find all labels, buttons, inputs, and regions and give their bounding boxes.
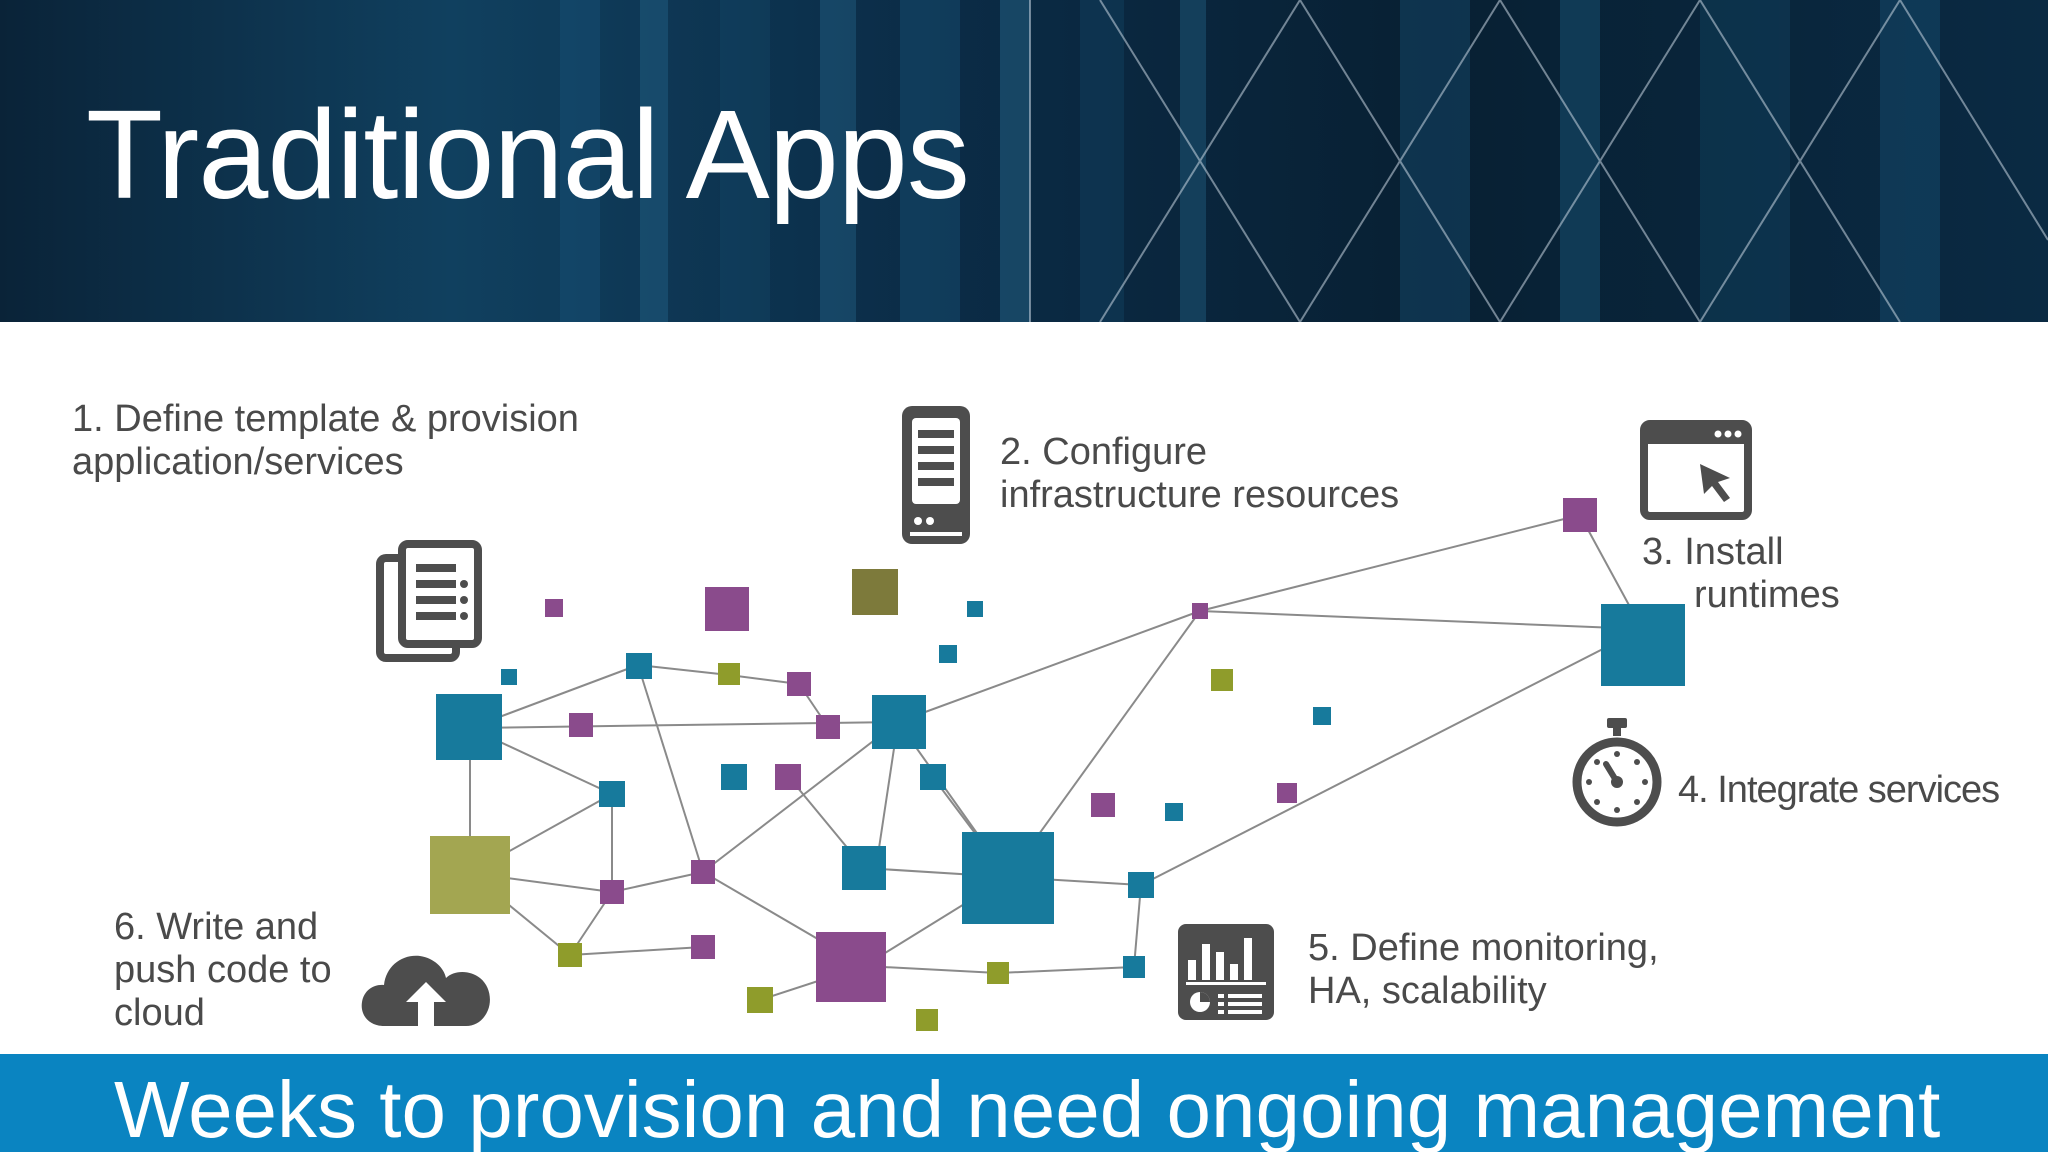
node [599,781,625,807]
node [691,860,715,884]
network-diagram [430,498,1685,1031]
stopwatch-icon [1572,718,1662,827]
node [787,672,811,696]
cloud-upload-icon [361,955,490,1026]
node-teal-xl [962,832,1054,924]
step-1-label: 1. Define template & provision applicati… [72,398,579,483]
page-title: Traditional Apps [86,84,970,225]
node [1313,707,1331,725]
footer-banner: Weeks to provision and need ongoing mana… [0,1054,2048,1152]
step-5-label: 5. Define monitoring, HA, scalability [1308,927,1659,1012]
footer-message: Weeks to provision and need ongoing mana… [114,1065,1941,1152]
browser-cursor-icon [1640,420,1752,520]
node [718,663,740,685]
node [816,715,840,739]
node-purple-top [705,587,749,631]
dashboard-chart-icon [1178,924,1274,1020]
document-stack-icon [376,540,482,662]
node-teal-large [436,694,502,760]
node [721,764,747,790]
node [1123,956,1145,978]
node [939,645,957,663]
node-teal-mid2 [842,846,886,890]
node-olive-large [430,836,510,914]
node [1211,669,1233,691]
node [1128,872,1154,898]
node [775,764,801,790]
node [691,935,715,959]
step-6-label: 6. Write and push code to cloud [114,906,332,1034]
node [600,880,624,904]
node-teal-mid [872,695,926,749]
server-icon [902,406,970,544]
node-teal-right [1601,604,1685,686]
step-3-label: 3. Install runtimes [1642,531,1840,616]
step-4-label: 4. Integrate services [1678,769,2000,811]
node-purple-large [816,932,886,1002]
datacenter-background [560,0,2048,322]
node [558,943,582,967]
network-nodes [430,498,1685,1031]
node [987,962,1009,984]
header-banner: Traditional Apps [0,0,2048,322]
node [626,653,652,679]
node-olive-top [852,569,898,615]
node [1563,498,1597,532]
node [569,713,593,737]
node [545,599,563,617]
node [920,764,946,790]
node [1165,803,1183,821]
connector-lines [469,514,1643,1001]
node [501,669,517,685]
node [1192,603,1208,619]
node [747,987,773,1013]
node [1277,783,1297,803]
node [1091,793,1115,817]
node [916,1009,938,1031]
step-2-label: 2. Configure infrastructure resources [1000,431,1400,516]
node [967,601,983,617]
